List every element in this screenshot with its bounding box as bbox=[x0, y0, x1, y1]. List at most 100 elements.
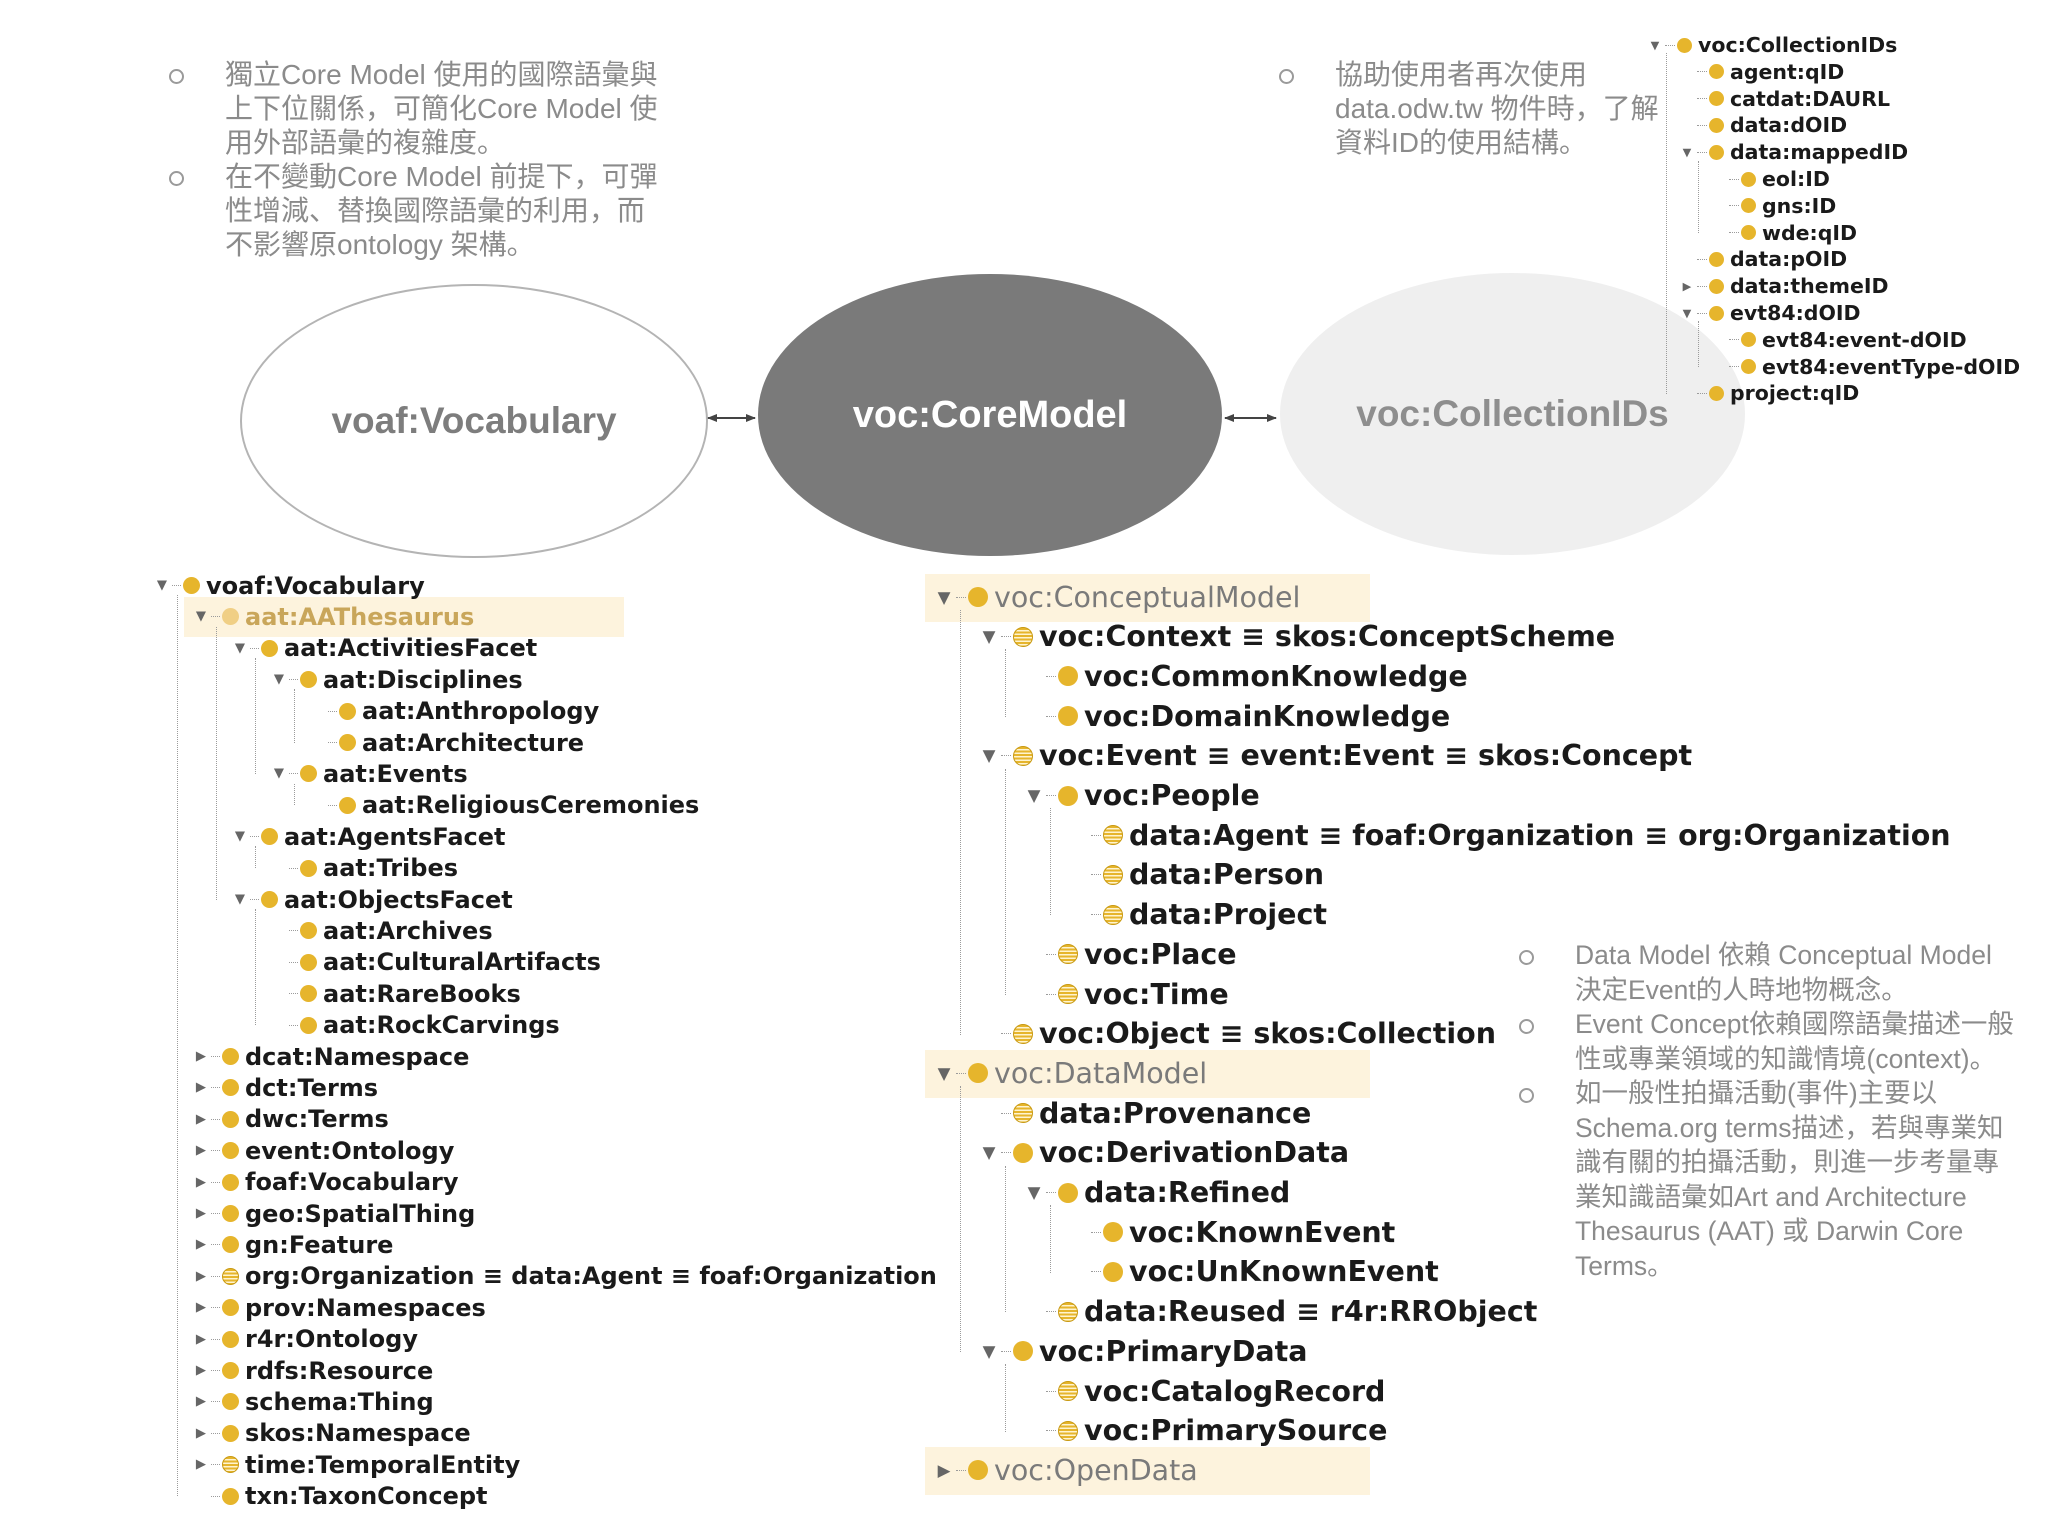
collapse-toggle-icon[interactable]: ▶ bbox=[1682, 279, 1692, 293]
tree-node[interactable]: ▶data:themeID bbox=[1680, 273, 1889, 299]
tree-node[interactable]: ▶skos:Namespace bbox=[194, 1418, 471, 1449]
tree-node[interactable]: aat:Architecture bbox=[311, 727, 584, 758]
expand-toggle-icon[interactable]: ▼ bbox=[273, 672, 285, 688]
expand-toggle-icon[interactable]: ▼ bbox=[1650, 38, 1660, 52]
tree-node[interactable]: evt84:eventType-dOID bbox=[1712, 354, 2020, 380]
collapse-toggle-icon[interactable]: ▶ bbox=[195, 1174, 207, 1190]
collapse-toggle-icon[interactable]: ▶ bbox=[195, 1363, 207, 1378]
tree-node[interactable]: ▼aat:AgentsFacet bbox=[233, 821, 506, 852]
expand-toggle-icon[interactable]: ▼ bbox=[982, 1143, 996, 1163]
tree-node[interactable]: ▼voc:DataModel bbox=[935, 1054, 1208, 1092]
tree-node[interactable]: aat:Tribes bbox=[272, 853, 458, 884]
tree-node[interactable]: ▼aat:ObjectsFacet bbox=[233, 884, 513, 915]
tree-node[interactable]: ▶org:Organization ≡ data:Agent ≡ foaf:Or… bbox=[194, 1261, 937, 1292]
expand-toggle-icon[interactable]: ▼ bbox=[937, 587, 951, 607]
collapse-toggle-icon[interactable]: ▶ bbox=[195, 1049, 207, 1064]
tree-node[interactable]: ▶dwc:Terms bbox=[194, 1104, 389, 1135]
expand-toggle-icon[interactable]: ▼ bbox=[1027, 786, 1041, 805]
tree-node[interactable]: voc:UnKnownEvent bbox=[1070, 1253, 1439, 1291]
tree-node[interactable]: ▶event:Ontology bbox=[194, 1135, 454, 1166]
tree-node[interactable]: wde:qID bbox=[1712, 220, 1857, 246]
tree-node[interactable]: evt84:event-dOID bbox=[1712, 327, 1967, 353]
collapse-toggle-icon[interactable]: ▶ bbox=[195, 1206, 207, 1221]
tree-node[interactable]: voc:Time bbox=[1025, 975, 1229, 1013]
collapse-toggle-icon[interactable]: ▶ bbox=[195, 1331, 207, 1347]
tree-node[interactable]: ▼aat:ActivitiesFacet bbox=[233, 633, 537, 664]
tree-node[interactable]: ▶geo:SpatialThing bbox=[194, 1198, 475, 1229]
tree-node[interactable]: project:qID bbox=[1680, 380, 1859, 406]
collapse-toggle-icon[interactable]: ▶ bbox=[937, 1460, 951, 1480]
tree-node[interactable]: ▼voc:Context ≡ skos:ConceptScheme bbox=[980, 618, 1616, 656]
tree-node[interactable]: eol:ID bbox=[1712, 166, 1830, 192]
tree-node[interactable]: aat:CulturalArtifacts bbox=[272, 947, 601, 978]
expand-toggle-icon[interactable]: ▼ bbox=[1682, 145, 1692, 159]
expand-toggle-icon[interactable]: ▼ bbox=[1027, 1183, 1041, 1202]
tree-node[interactable]: ▼voc:CollectionIDs bbox=[1648, 32, 1898, 58]
tree-node[interactable]: ▶schema:Thing bbox=[194, 1386, 434, 1417]
collapse-toggle-icon[interactable]: ▶ bbox=[195, 1300, 207, 1316]
tree-node[interactable]: txn:TaxonConcept bbox=[194, 1481, 488, 1512]
collapse-toggle-icon[interactable]: ▶ bbox=[195, 1237, 207, 1253]
tree-node[interactable]: aat:Anthropology bbox=[311, 696, 599, 727]
tree-node[interactable]: ▶gn:Feature bbox=[194, 1229, 394, 1260]
tree-node[interactable]: ▼voc:Event ≡ event:Event ≡ skos:Concept bbox=[980, 737, 1693, 775]
tree-node[interactable]: voc:PrimarySource bbox=[1025, 1412, 1387, 1450]
expand-toggle-icon[interactable]: ▼ bbox=[982, 627, 996, 647]
tree-node[interactable]: voc:Place bbox=[1025, 935, 1237, 973]
tree-node[interactable]: aat:RockCarvings bbox=[272, 1010, 560, 1041]
tree-node[interactable]: ▼data:mappedID bbox=[1680, 139, 1908, 165]
tree-node[interactable]: voc:DomainKnowledge bbox=[1025, 697, 1450, 735]
expand-toggle-icon[interactable]: ▼ bbox=[937, 1063, 951, 1083]
collapse-toggle-icon[interactable]: ▶ bbox=[195, 1457, 207, 1473]
expand-toggle-icon[interactable]: ▼ bbox=[273, 766, 285, 782]
expand-toggle-icon[interactable]: ▼ bbox=[234, 640, 246, 656]
expand-toggle-icon[interactable]: ▼ bbox=[982, 746, 996, 766]
tree-node[interactable]: voc:Object ≡ skos:Collection bbox=[980, 1015, 1496, 1053]
collapse-toggle-icon[interactable]: ▶ bbox=[195, 1394, 207, 1410]
tree-node[interactable]: voc:CommonKnowledge bbox=[1025, 657, 1468, 695]
tree-node[interactable]: data:Reused ≡ r4r:RRObject bbox=[1025, 1293, 1537, 1331]
tree-node[interactable]: data:Provenance bbox=[980, 1094, 1311, 1132]
collapse-toggle-icon[interactable]: ▶ bbox=[195, 1143, 207, 1159]
tree-node[interactable]: ▼voaf:Vocabulary bbox=[155, 570, 425, 601]
tree-node[interactable]: data:pOID bbox=[1680, 246, 1847, 272]
tree-node[interactable]: ▼aat:Disciplines bbox=[272, 664, 523, 695]
tree-node[interactable]: gns:ID bbox=[1712, 193, 1836, 219]
expand-toggle-icon[interactable]: ▼ bbox=[195, 609, 207, 625]
expand-toggle-icon[interactable]: ▼ bbox=[234, 892, 246, 907]
tree-node[interactable]: ▶foaf:Vocabulary bbox=[194, 1167, 459, 1198]
tree-node[interactable]: ▶voc:OpenData bbox=[935, 1451, 1198, 1489]
tree-node[interactable]: data:Project bbox=[1070, 896, 1327, 934]
tree-node[interactable]: ▼evt84:dOID bbox=[1680, 300, 1861, 326]
tree-node[interactable]: ▶dct:Terms bbox=[194, 1072, 378, 1103]
tree-node[interactable]: aat:ReligiousCeremonies bbox=[311, 790, 699, 821]
tree-node[interactable]: ▶rdfs:Resource bbox=[194, 1355, 433, 1386]
tree-node[interactable]: aat:RareBooks bbox=[272, 978, 521, 1009]
collapse-toggle-icon[interactable]: ▶ bbox=[195, 1111, 207, 1127]
tree-node[interactable]: voc:KnownEvent bbox=[1070, 1213, 1395, 1251]
tree-node[interactable]: ▼aat:Events bbox=[272, 758, 468, 789]
tree-node[interactable]: agent:qID bbox=[1680, 59, 1844, 85]
tree-node[interactable]: ▼voc:People bbox=[1025, 777, 1260, 815]
tree-node[interactable]: ▼data:Refined bbox=[1025, 1174, 1291, 1212]
tree-node[interactable]: aat:Archives bbox=[272, 915, 493, 946]
tree-node[interactable]: data:Agent ≡ foaf:Organization ≡ org:Org… bbox=[1070, 816, 1951, 854]
tree-node[interactable]: voc:CatalogRecord bbox=[1025, 1372, 1385, 1410]
tree-node[interactable]: data:Person bbox=[1070, 856, 1324, 894]
expand-toggle-icon[interactable]: ▼ bbox=[982, 1341, 996, 1361]
tree-node[interactable]: ▼aat:AAThesaurus bbox=[194, 601, 474, 632]
tree-node[interactable]: ▼voc:PrimaryData bbox=[980, 1332, 1308, 1370]
tree-node[interactable]: catdat:DAURL bbox=[1680, 86, 1890, 112]
tree-node[interactable]: ▶time:TemporalEntity bbox=[194, 1449, 520, 1480]
expand-toggle-icon[interactable]: ▼ bbox=[234, 829, 246, 845]
expand-toggle-icon[interactable]: ▼ bbox=[1682, 306, 1692, 320]
collapse-toggle-icon[interactable]: ▶ bbox=[195, 1080, 207, 1096]
tree-node[interactable]: ▶r4r:Ontology bbox=[194, 1324, 418, 1355]
collapse-toggle-icon[interactable]: ▶ bbox=[195, 1268, 207, 1284]
expand-toggle-icon[interactable]: ▼ bbox=[156, 578, 168, 593]
tree-node[interactable]: ▶prov:Namespaces bbox=[194, 1292, 486, 1323]
tree-node[interactable]: ▼voc:ConceptualModel bbox=[935, 578, 1301, 616]
tree-node[interactable]: data:dOID bbox=[1680, 112, 1847, 138]
collapse-toggle-icon[interactable]: ▶ bbox=[195, 1425, 207, 1441]
tree-node[interactable]: ▼voc:DerivationData bbox=[980, 1134, 1349, 1172]
